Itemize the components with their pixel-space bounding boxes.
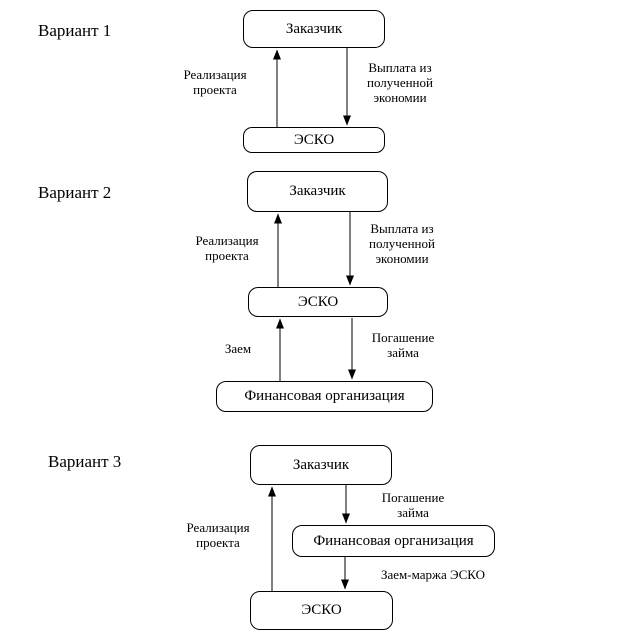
edge-label-v3-realization: Реализация проекта [186,520,250,550]
variant-1-heading: Вариант 1 [38,21,112,40]
node-v2-finance: Финансовая организация [216,381,433,412]
node-v2-esco: ЭСКО [248,287,388,317]
node-v2-customer: Заказчик [247,171,388,212]
edge-label-v2-realization: Реализация проекта [195,233,259,263]
node-v3-esco: ЭСКО [250,591,393,630]
edge-label-v1-realization: Реализация проекта [183,67,247,97]
node-v3-finance: Финансовая организация [292,525,495,557]
edge-label-v3-repayment: Погашение займа [381,490,445,520]
edge-label-v2-loan: Заем [224,341,252,356]
node-v1-customer: Заказчик [243,10,385,48]
edge-label-v2-repayment: Погашение займа [371,330,435,360]
variant-3-heading: Вариант 3 [48,452,122,471]
edge-label-v3-loan-margin: Заем-маржа ЭСКО [380,567,485,582]
edge-label-v2-payment: Выплата из полученной экономии [369,221,435,266]
node-v1-esco: ЭСКО [243,127,385,153]
edge-label-v1-payment: Выплата из полученной экономии [367,60,433,105]
variant-2-heading: Вариант 2 [38,183,112,202]
node-v3-customer: Заказчик [250,445,392,485]
